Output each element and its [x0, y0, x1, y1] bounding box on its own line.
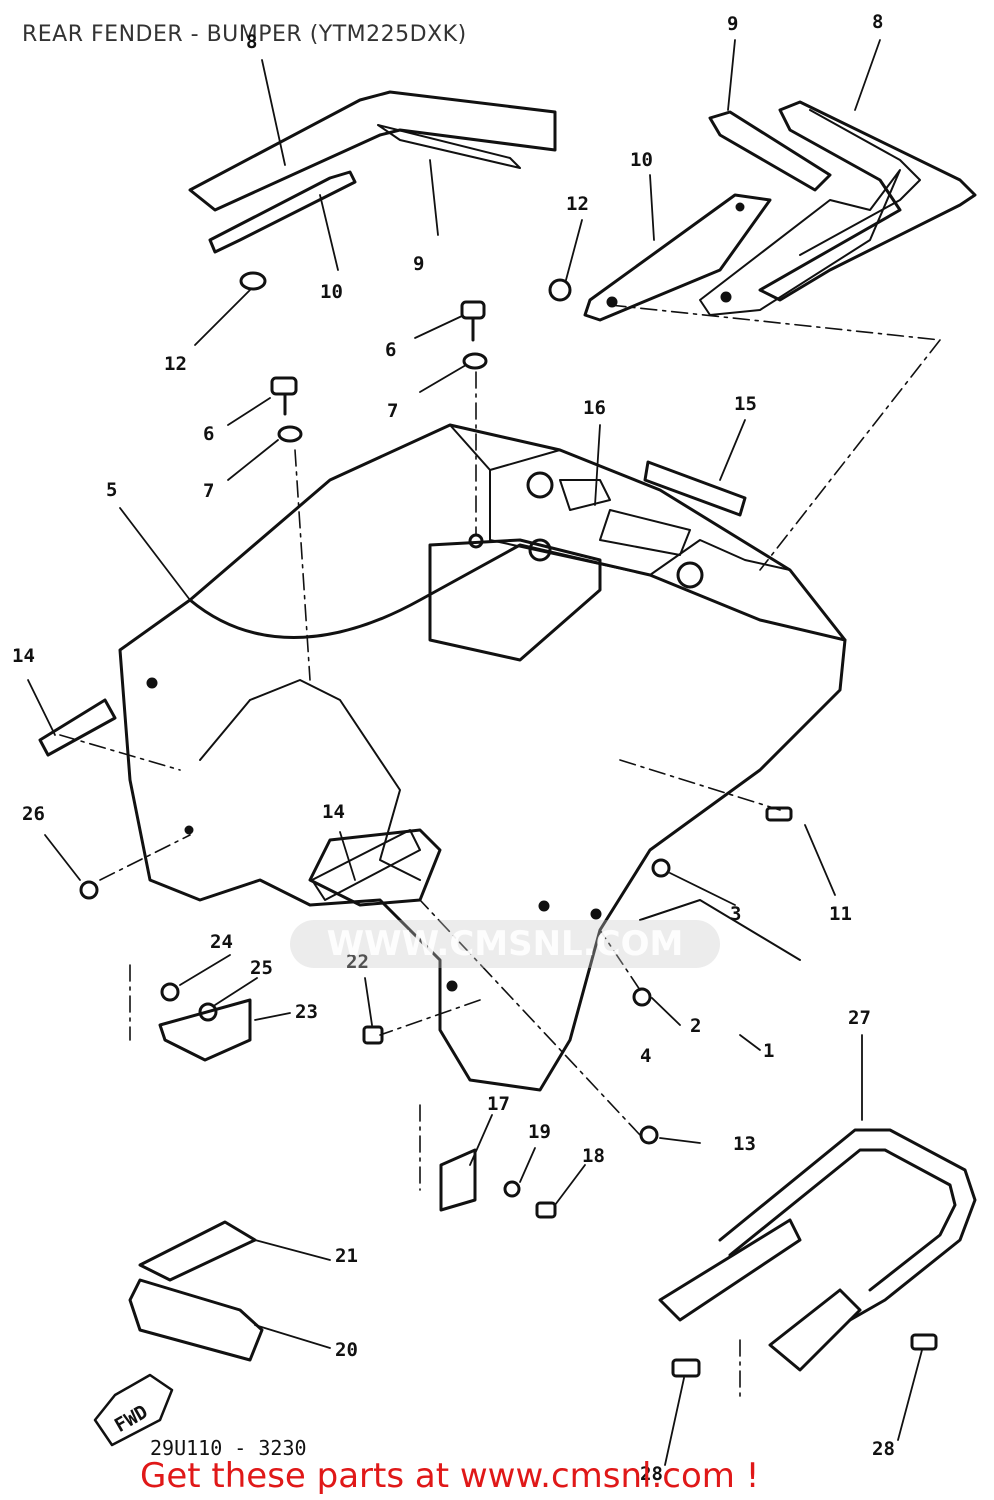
callout-8-left: 8 — [246, 31, 257, 53]
callout-24: 26 — [22, 803, 45, 825]
leader-lines — [27, 39, 923, 1466]
callout-5: 5 — [106, 479, 117, 501]
callout-27: 27 — [848, 1007, 871, 1029]
tow-bracket-parts — [128, 1220, 264, 1362]
callout-22: 24 — [210, 931, 233, 953]
callout-17: 17 — [487, 1093, 510, 1115]
callout-26: 21 — [335, 1245, 358, 1267]
callout-12-right: 12 — [566, 193, 589, 215]
page-title: REAR FENDER - BUMPER (YTM225DXK) — [22, 22, 467, 47]
callout-3: 3 — [730, 903, 741, 925]
callout-28-right: 28 — [872, 1438, 895, 1460]
callout-6-upper: 6 — [385, 339, 396, 361]
callout-18: 18 — [582, 1145, 605, 1167]
small-fasteners — [79, 806, 793, 1219]
callout-1: 1 — [763, 1040, 774, 1062]
drawing-code: 29U110 - 3230 — [150, 1436, 307, 1460]
watermark: WWW.CMSNL.COM — [290, 920, 720, 968]
callout-2: 2 — [690, 1015, 701, 1037]
callout-11: 11 — [829, 903, 852, 925]
callout-15: 15 — [734, 393, 757, 415]
callout-28-left: 28 — [640, 1463, 663, 1485]
callout-12-left: 12 — [164, 353, 187, 375]
callout-20: 22 — [346, 951, 369, 973]
callout-14-left: 14 — [12, 645, 35, 667]
dash-dot-lines — [59, 304, 941, 1401]
grab-bar-part — [658, 1128, 977, 1378]
callout-7-upper: 7 — [387, 400, 398, 422]
callout-10-right: 10 — [630, 149, 653, 171]
callout-19: 19 — [528, 1121, 551, 1143]
callout-10-left: 10 — [320, 281, 343, 303]
rear-fender-body — [118, 423, 847, 1092]
callout-8-right: 8 — [872, 11, 883, 33]
callout-16: 16 — [583, 397, 606, 419]
callout-13: 13 — [733, 1133, 756, 1155]
fwd-arrow-shape — [93, 1373, 174, 1447]
callout-7-lower: 7 — [203, 480, 214, 502]
promo-link-text[interactable]: Get these parts at www.cmsnl.com ! — [140, 1456, 760, 1496]
callout-4: 4 — [640, 1045, 651, 1067]
callout-6-lower: 6 — [203, 423, 214, 445]
left-bracket-parts — [188, 90, 557, 291]
callout-25: 20 — [335, 1339, 358, 1361]
callout-21: 23 — [295, 1001, 318, 1023]
callout-14-center: 14 — [322, 801, 345, 823]
callout-9-right: 9 — [727, 13, 738, 35]
callout-9-left: 9 — [413, 253, 424, 275]
right-bracket-parts — [548, 100, 977, 322]
fwd-label: FWD — [111, 1401, 152, 1437]
label-parts — [38, 460, 747, 901]
callout-23: 25 — [250, 957, 273, 979]
bolt-parts — [270, 300, 488, 443]
